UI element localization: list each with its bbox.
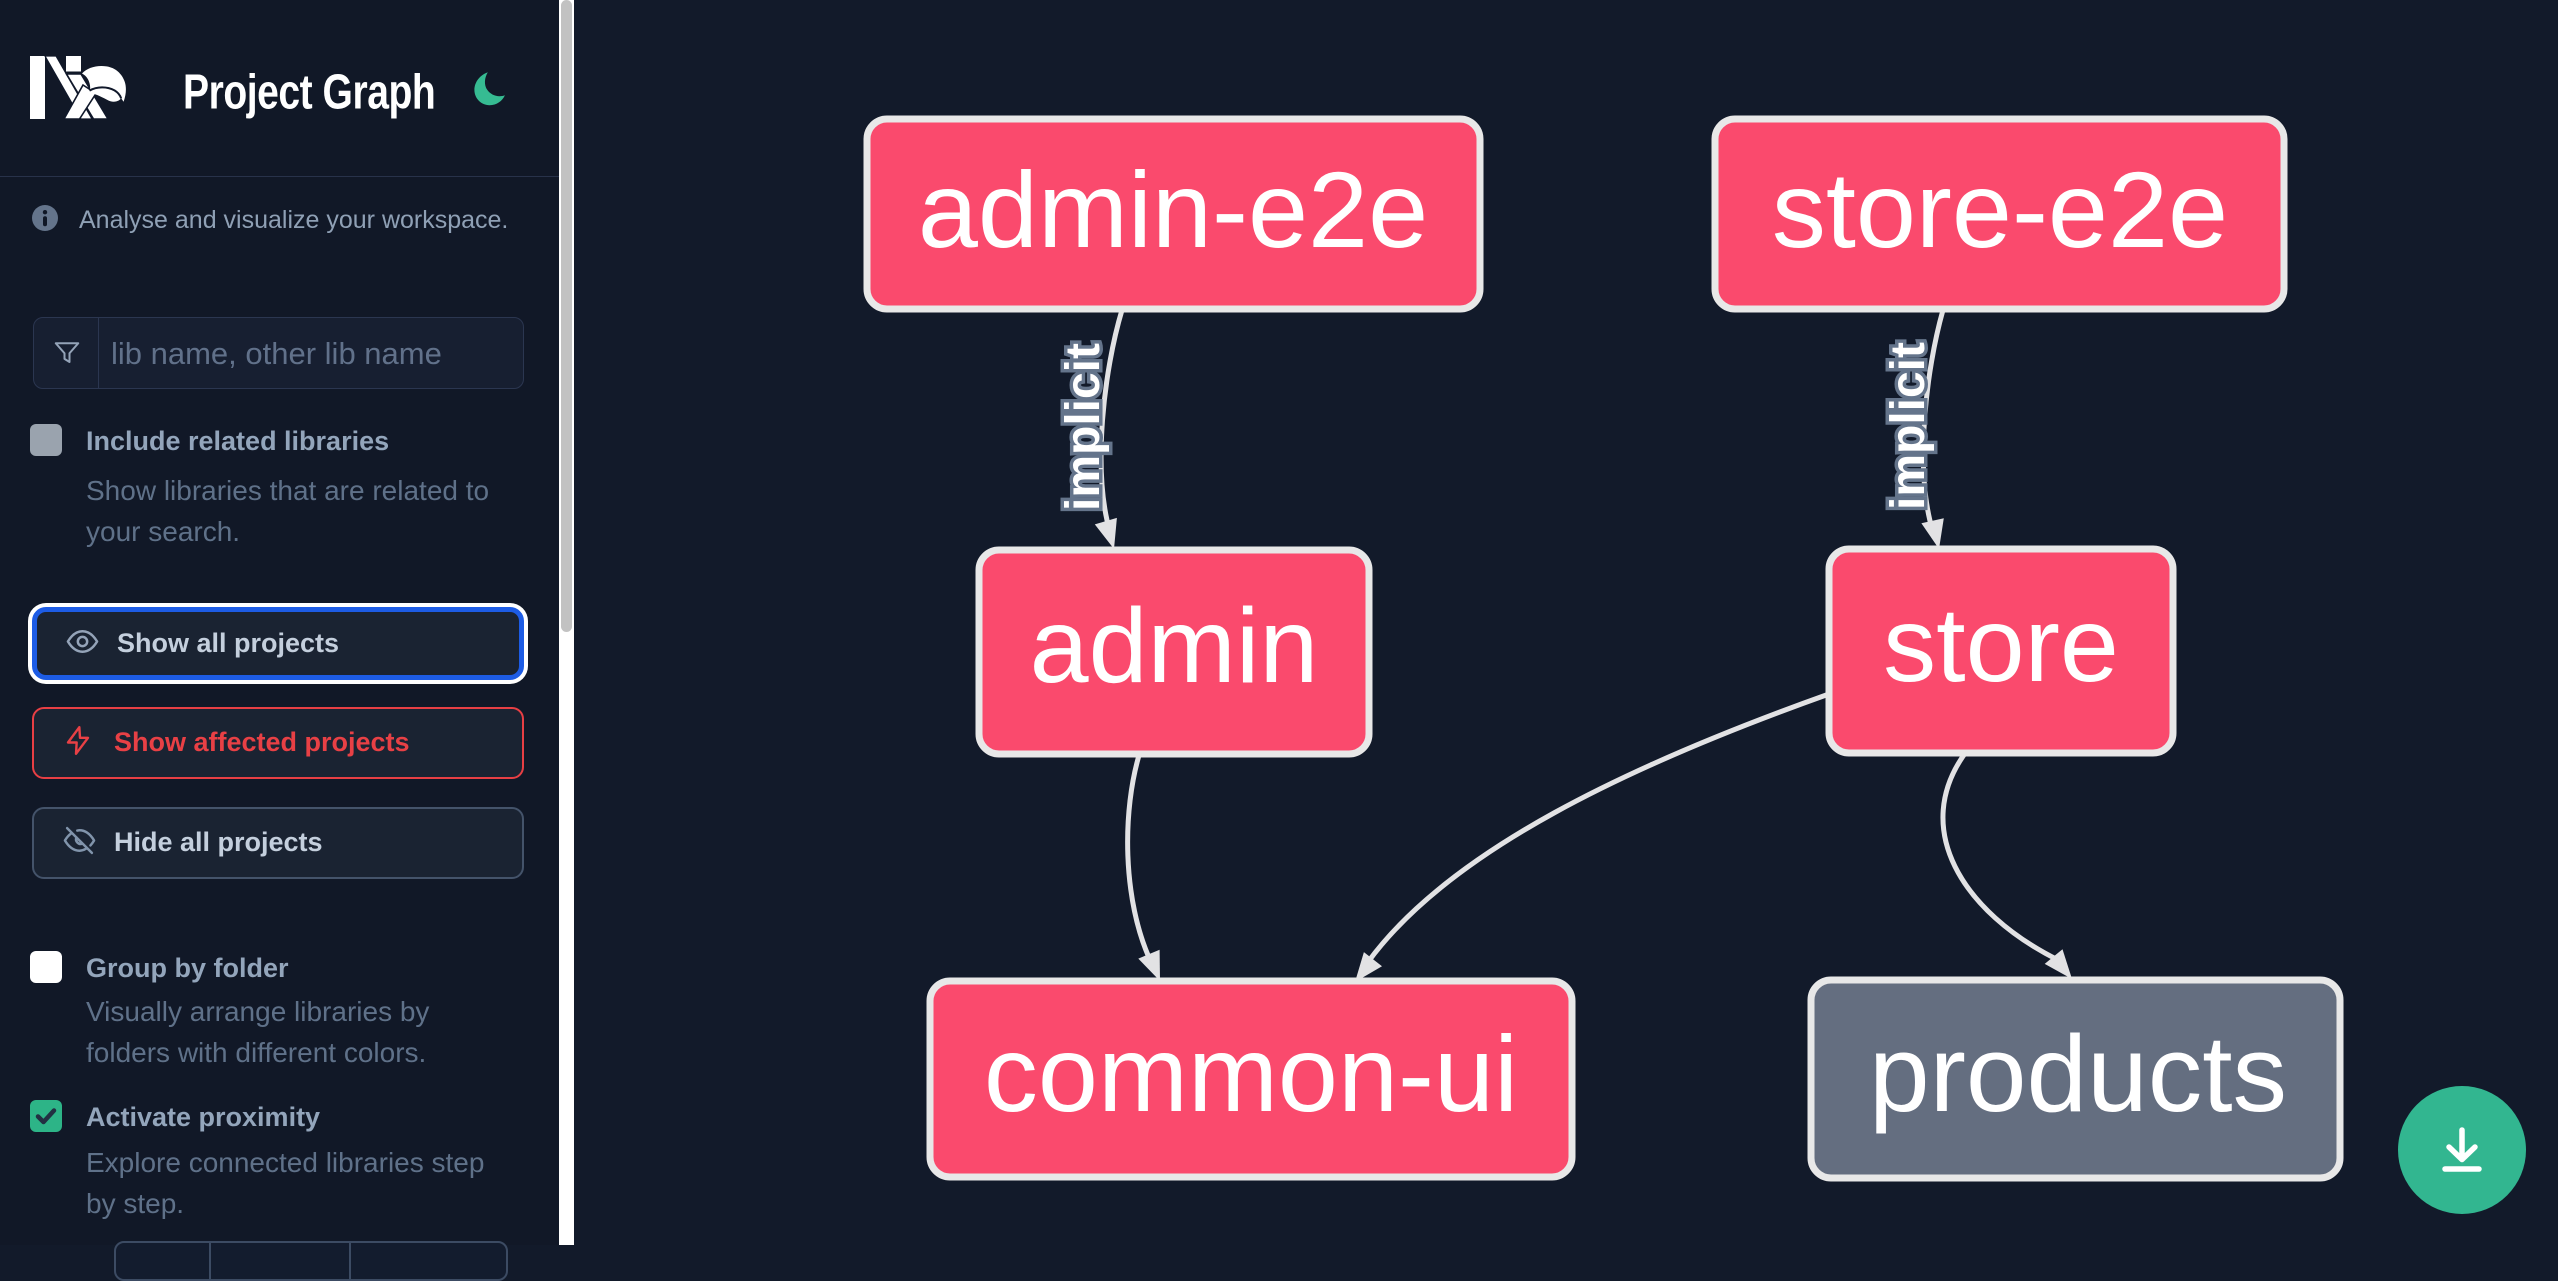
svg-text:admin: admin xyxy=(1030,587,1319,705)
svg-text:store: store xyxy=(1883,586,2119,704)
svg-text:store-e2e: store-e2e xyxy=(1772,149,2228,270)
svg-text:products: products xyxy=(1869,1013,2287,1135)
svg-text:admin-e2e: admin-e2e xyxy=(918,149,1428,270)
svg-text:implicit: implicit xyxy=(1882,342,1935,510)
svg-text:common-ui: common-ui xyxy=(984,1013,1518,1134)
svg-text:implicit: implicit xyxy=(1057,343,1110,511)
